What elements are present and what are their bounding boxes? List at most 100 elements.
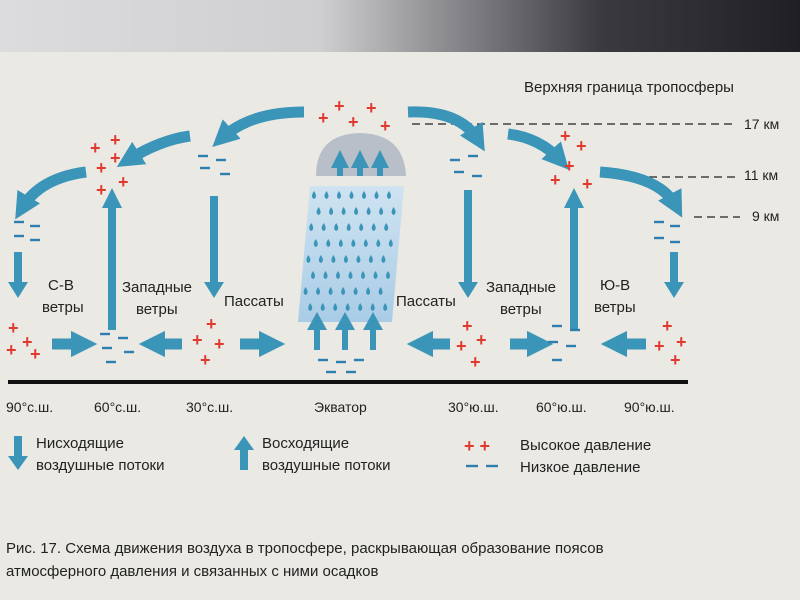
raindrop <box>309 223 314 231</box>
raindrop <box>368 255 373 263</box>
wind-label-ne-1: С-В <box>48 277 74 294</box>
raindrop <box>362 191 366 199</box>
plus-sign: + <box>676 332 687 352</box>
upper-flow-equator-to-30s <box>407 106 485 152</box>
raindrop <box>328 287 333 295</box>
raindrop <box>343 255 348 263</box>
descending-arrow-north-pole <box>8 252 28 298</box>
photo-background <box>0 0 800 52</box>
wind-label-west-s-2: ветры <box>500 301 542 318</box>
raindrop <box>354 207 359 215</box>
descending-arrow-30n <box>204 196 224 298</box>
descending-arrow-30s <box>458 190 478 298</box>
wind-label-west-n-1: Западные <box>122 279 192 296</box>
raindrops <box>303 191 396 311</box>
wind-label-west-n-2: ветры <box>136 301 178 318</box>
upper-flow-30s-to-60s <box>507 128 569 170</box>
plus-sign: + <box>470 352 481 372</box>
legend-ascending-2: воздушные потоки <box>262 457 391 474</box>
plus-sign: + <box>8 318 19 338</box>
figure-caption-line-2: атмосферного давления и связанных с ними… <box>6 563 379 580</box>
raindrop <box>361 271 365 279</box>
ascending-arrow-60n <box>102 188 122 330</box>
rising-arrow-equator-1 <box>307 312 327 350</box>
plus-sign: + <box>214 334 225 354</box>
rain-area <box>298 186 404 322</box>
equator-rain-column <box>298 133 406 350</box>
plus-sign: + <box>560 126 571 146</box>
upper-flow-60n-to-pole <box>15 166 87 220</box>
raindrop <box>303 287 308 295</box>
plus-sign: + <box>654 336 665 356</box>
wind-label-west-s-1: Западные <box>486 279 556 296</box>
raindrop <box>338 239 343 247</box>
plus-sign: + <box>582 174 593 194</box>
plus-sign: + <box>6 340 17 360</box>
latitude-90n: 90°с.ш. <box>6 399 53 415</box>
legend-ascending-1: Восходящие <box>262 435 349 452</box>
raindrop <box>341 287 346 295</box>
wind-label-se-2: ветры <box>594 299 636 316</box>
raindrop <box>359 223 364 231</box>
raindrop <box>356 255 361 263</box>
raindrop <box>311 271 315 279</box>
raindrop <box>373 271 378 279</box>
raindrop <box>379 207 384 215</box>
raindrop <box>318 255 323 263</box>
raindrop <box>306 255 311 263</box>
plus-sign: + <box>348 112 359 132</box>
wind-label-trade-n: Пассаты <box>224 293 284 310</box>
raindrop <box>326 239 331 247</box>
latitude-90s: 90°ю.ш. <box>624 399 675 415</box>
legend: Нисходящие воздушные потоки Восходящие в… <box>8 435 651 476</box>
raindrop <box>334 223 339 231</box>
plus-sign: + <box>576 136 587 156</box>
raindrop <box>383 303 388 311</box>
plus-sign: + <box>118 172 129 192</box>
raindrop <box>387 191 391 199</box>
raindrop <box>324 191 329 199</box>
upper-flow-equator-to-30n <box>212 106 305 147</box>
wind-label-se-1: Ю-В <box>600 277 630 294</box>
raindrop <box>316 207 321 215</box>
plus-sign: + <box>192 330 203 350</box>
rising-arrow-cloud-1 <box>331 150 349 176</box>
plus-sign: + <box>318 108 329 128</box>
raindrop <box>388 239 393 247</box>
raindrop <box>333 303 338 311</box>
plus-sign: + <box>334 96 345 116</box>
height-11km-label: 11 км <box>744 167 778 183</box>
plus-sign: + <box>96 158 107 178</box>
latitude-60n: 60°с.ш. <box>94 399 141 415</box>
plus-sign: + <box>200 350 211 370</box>
raindrop <box>346 223 351 231</box>
raindrop <box>337 191 341 199</box>
plus-sign: + <box>564 156 575 176</box>
legend-descending-2: воздушные потоки <box>36 457 165 474</box>
high-pressure-marks: + + + + + + + + + + + + + + + + + + + + … <box>6 96 687 372</box>
plus-sign: + <box>90 138 101 158</box>
plus-sign: + <box>456 336 467 356</box>
raindrop <box>349 191 354 199</box>
legend-low-pressure: Низкое давление <box>520 459 641 476</box>
plus-sign: + <box>366 98 377 118</box>
plus-sign: + <box>96 180 107 200</box>
plus-sign: + <box>110 148 121 168</box>
raindrop <box>358 303 363 311</box>
raindrop <box>320 303 325 311</box>
upper-flow-30n-to-60n <box>116 130 191 167</box>
rising-arrow-equator-2 <box>335 312 355 350</box>
troposphere-upper-boundary-label: Верхняя граница тропосферы <box>524 79 734 96</box>
raindrop <box>366 287 371 295</box>
legend-high-pressure: Высокое давление <box>520 437 651 454</box>
raindrop <box>374 191 379 199</box>
vertical-flows <box>8 188 684 330</box>
plus-sign: + <box>110 130 121 150</box>
raindrop <box>386 271 390 279</box>
plus-sign: + <box>206 314 217 334</box>
plus-sign: + <box>380 116 391 136</box>
raindrop <box>336 271 340 279</box>
raindrop <box>348 271 353 279</box>
raindrop <box>321 223 326 231</box>
